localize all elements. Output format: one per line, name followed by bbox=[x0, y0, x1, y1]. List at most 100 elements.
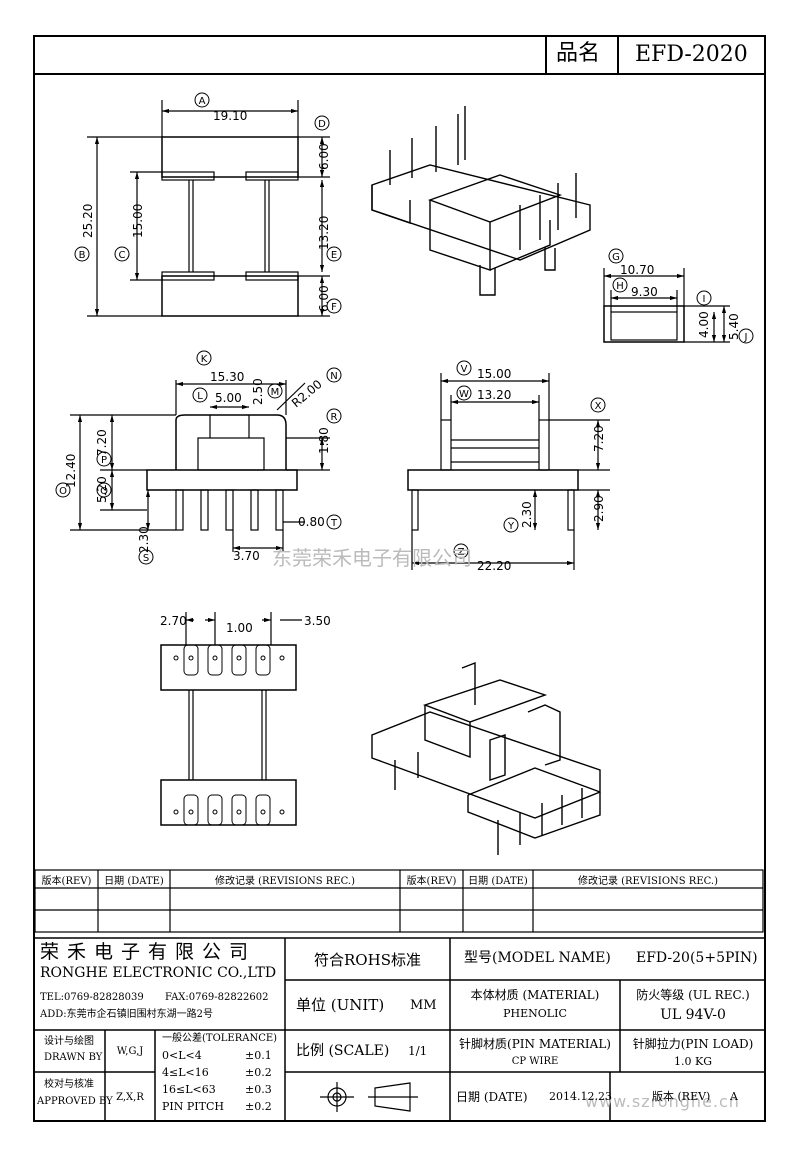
svg-text:E: E bbox=[331, 250, 337, 261]
svg-text:R: R bbox=[331, 412, 338, 423]
svg-text:6.00: 6.00 bbox=[317, 285, 331, 312]
bottom-view bbox=[160, 612, 302, 826]
svg-text:10.70: 10.70 bbox=[620, 263, 654, 277]
svg-text:C: C bbox=[119, 250, 126, 261]
iso-view-top bbox=[371, 106, 591, 296]
svg-text:K: K bbox=[201, 354, 208, 365]
tol-range-1: 4≤L<16 bbox=[162, 1066, 209, 1079]
svg-text:J: J bbox=[744, 332, 748, 343]
svg-text:15.00: 15.00 bbox=[477, 367, 511, 381]
svg-text:D: D bbox=[318, 119, 326, 130]
svg-text:A: A bbox=[199, 96, 206, 107]
company-name-en: RONGHE ELECTRONIC CO.,LTD bbox=[40, 965, 277, 981]
svg-text:7.20: 7.20 bbox=[592, 425, 606, 452]
date-value: 2014.12.23 bbox=[549, 1090, 612, 1103]
svg-text:4.00: 4.00 bbox=[697, 311, 711, 338]
callout-circles bbox=[55, 92, 754, 565]
svg-text:M: M bbox=[271, 387, 280, 398]
tol-range-3: PIN PITCH bbox=[162, 1100, 224, 1113]
svg-text:B: B bbox=[79, 250, 86, 261]
scale-label: 比例 (SCALE) bbox=[296, 1043, 390, 1059]
tol-val-2: ±0.3 bbox=[245, 1083, 272, 1096]
svg-text:P: P bbox=[101, 455, 107, 466]
title-block-lines bbox=[35, 937, 766, 1122]
pin-load-value: 1.0 KG bbox=[674, 1055, 712, 1068]
svg-text:T: T bbox=[330, 518, 338, 529]
svg-text:I: I bbox=[703, 294, 706, 305]
header-divider bbox=[33, 73, 766, 75]
svg-text:O: O bbox=[59, 486, 67, 497]
model-label: 型号(MODEL NAME) bbox=[464, 950, 611, 966]
date-col-1: 日期 (DATE) bbox=[104, 875, 164, 887]
svg-text:Y: Y bbox=[507, 521, 515, 532]
revision-table-lines bbox=[34, 869, 764, 933]
iso-view-bottom bbox=[371, 661, 601, 855]
product-label: 品名 bbox=[556, 41, 601, 66]
pin-material-value: CP WIRE bbox=[511, 1056, 559, 1067]
cross-section bbox=[603, 268, 730, 343]
pin-material-label: 针脚材质(PIN MATERIAL) bbox=[459, 1036, 611, 1051]
svg-text:Z: Z bbox=[458, 547, 465, 558]
svg-text:13.20: 13.20 bbox=[317, 216, 331, 250]
unit-value: MM bbox=[410, 998, 437, 1013]
svg-text:15.30: 15.30 bbox=[210, 370, 244, 384]
svg-text:V: V bbox=[461, 364, 468, 375]
rohs-label: 符合ROHS标准 bbox=[314, 950, 421, 969]
company-name-cn: 荣禾电子有限公司 bbox=[40, 941, 257, 963]
svg-text:L: L bbox=[197, 391, 203, 402]
tol-val-3: ±0.2 bbox=[245, 1100, 272, 1113]
svg-text:2.70: 2.70 bbox=[160, 614, 187, 628]
svg-text:2.30: 2.30 bbox=[137, 526, 151, 553]
scale-value: 1/1 bbox=[408, 1044, 428, 1058]
rev-label: 版本 (REV) bbox=[652, 1090, 711, 1103]
tolerance-title: 一般公差(TOLERANCE) bbox=[162, 1033, 278, 1044]
side-view bbox=[407, 373, 610, 570]
watermark-corner: www.szronghe.cn bbox=[585, 1092, 740, 1111]
tol-val-1: ±0.2 bbox=[245, 1066, 272, 1079]
material-value: PHENOLIC bbox=[503, 1006, 567, 1020]
rec-col-1: 修改记录 (REVISIONS REC.) bbox=[214, 875, 356, 887]
company-address: ADD:东莞市企石镇旧围村东湖一路2号 bbox=[40, 1009, 213, 1020]
svg-text:5.20: 5.20 bbox=[95, 476, 109, 503]
designer-label-cn: 设计与绘图 bbox=[44, 1036, 94, 1047]
approver-value: Z,X,R bbox=[116, 1091, 144, 1103]
drawing-frame bbox=[33, 35, 766, 1122]
svg-text:7.20: 7.20 bbox=[95, 429, 109, 456]
approver-label-en: APPROVED BY bbox=[37, 1096, 113, 1107]
svg-text:S: S bbox=[143, 553, 149, 564]
watermark-center: 东莞荣禾电子有限公司 bbox=[272, 546, 472, 570]
tol-val-0: ±0.1 bbox=[245, 1049, 272, 1062]
company-fax: FAX:0769-82822602 bbox=[165, 992, 269, 1003]
svg-text:13.20: 13.20 bbox=[477, 388, 511, 402]
svg-text:25.20: 25.20 bbox=[81, 204, 95, 238]
date-label: 日期 (DATE) bbox=[456, 1090, 528, 1104]
fire-value: UL 94V-0 bbox=[660, 1007, 726, 1023]
svg-text:2.90: 2.90 bbox=[592, 495, 606, 522]
svg-text:X: X bbox=[595, 401, 602, 412]
tol-range-2: 16≤L<63 bbox=[162, 1083, 216, 1096]
svg-text:N: N bbox=[330, 371, 337, 382]
svg-text:3.50: 3.50 bbox=[304, 614, 331, 628]
svg-text:Q: Q bbox=[100, 486, 108, 497]
model-value: EFD-20(5+5PIN) bbox=[636, 950, 758, 966]
svg-text:5.00: 5.00 bbox=[215, 391, 242, 405]
top-view bbox=[87, 100, 330, 317]
date-col-2: 日期 (DATE) bbox=[468, 875, 528, 887]
svg-text:W: W bbox=[459, 389, 469, 400]
svg-text:1.80: 1.80 bbox=[317, 427, 331, 454]
rev-value: A bbox=[730, 1090, 738, 1103]
svg-text:H: H bbox=[616, 281, 624, 292]
svg-text:2.50: 2.50 bbox=[251, 378, 265, 405]
svg-text:3.70: 3.70 bbox=[233, 549, 260, 563]
designer-label-en: DRAWN BY bbox=[44, 1052, 103, 1063]
projection-symbol bbox=[320, 1082, 418, 1112]
approver-label-cn: 校对与核准 bbox=[44, 1079, 94, 1090]
svg-text:1.00: 1.00 bbox=[226, 621, 253, 635]
designer-value: W,G,J bbox=[116, 1045, 144, 1057]
pin-load-label: 针脚拉力(PIN LOAD) bbox=[632, 1036, 754, 1051]
svg-text:12.40: 12.40 bbox=[64, 454, 78, 488]
company-tel: TEL:0769-82828039 bbox=[40, 992, 144, 1003]
svg-text:2.30: 2.30 bbox=[520, 501, 534, 528]
svg-text:19.10: 19.10 bbox=[213, 109, 247, 123]
header-sep bbox=[617, 35, 619, 75]
